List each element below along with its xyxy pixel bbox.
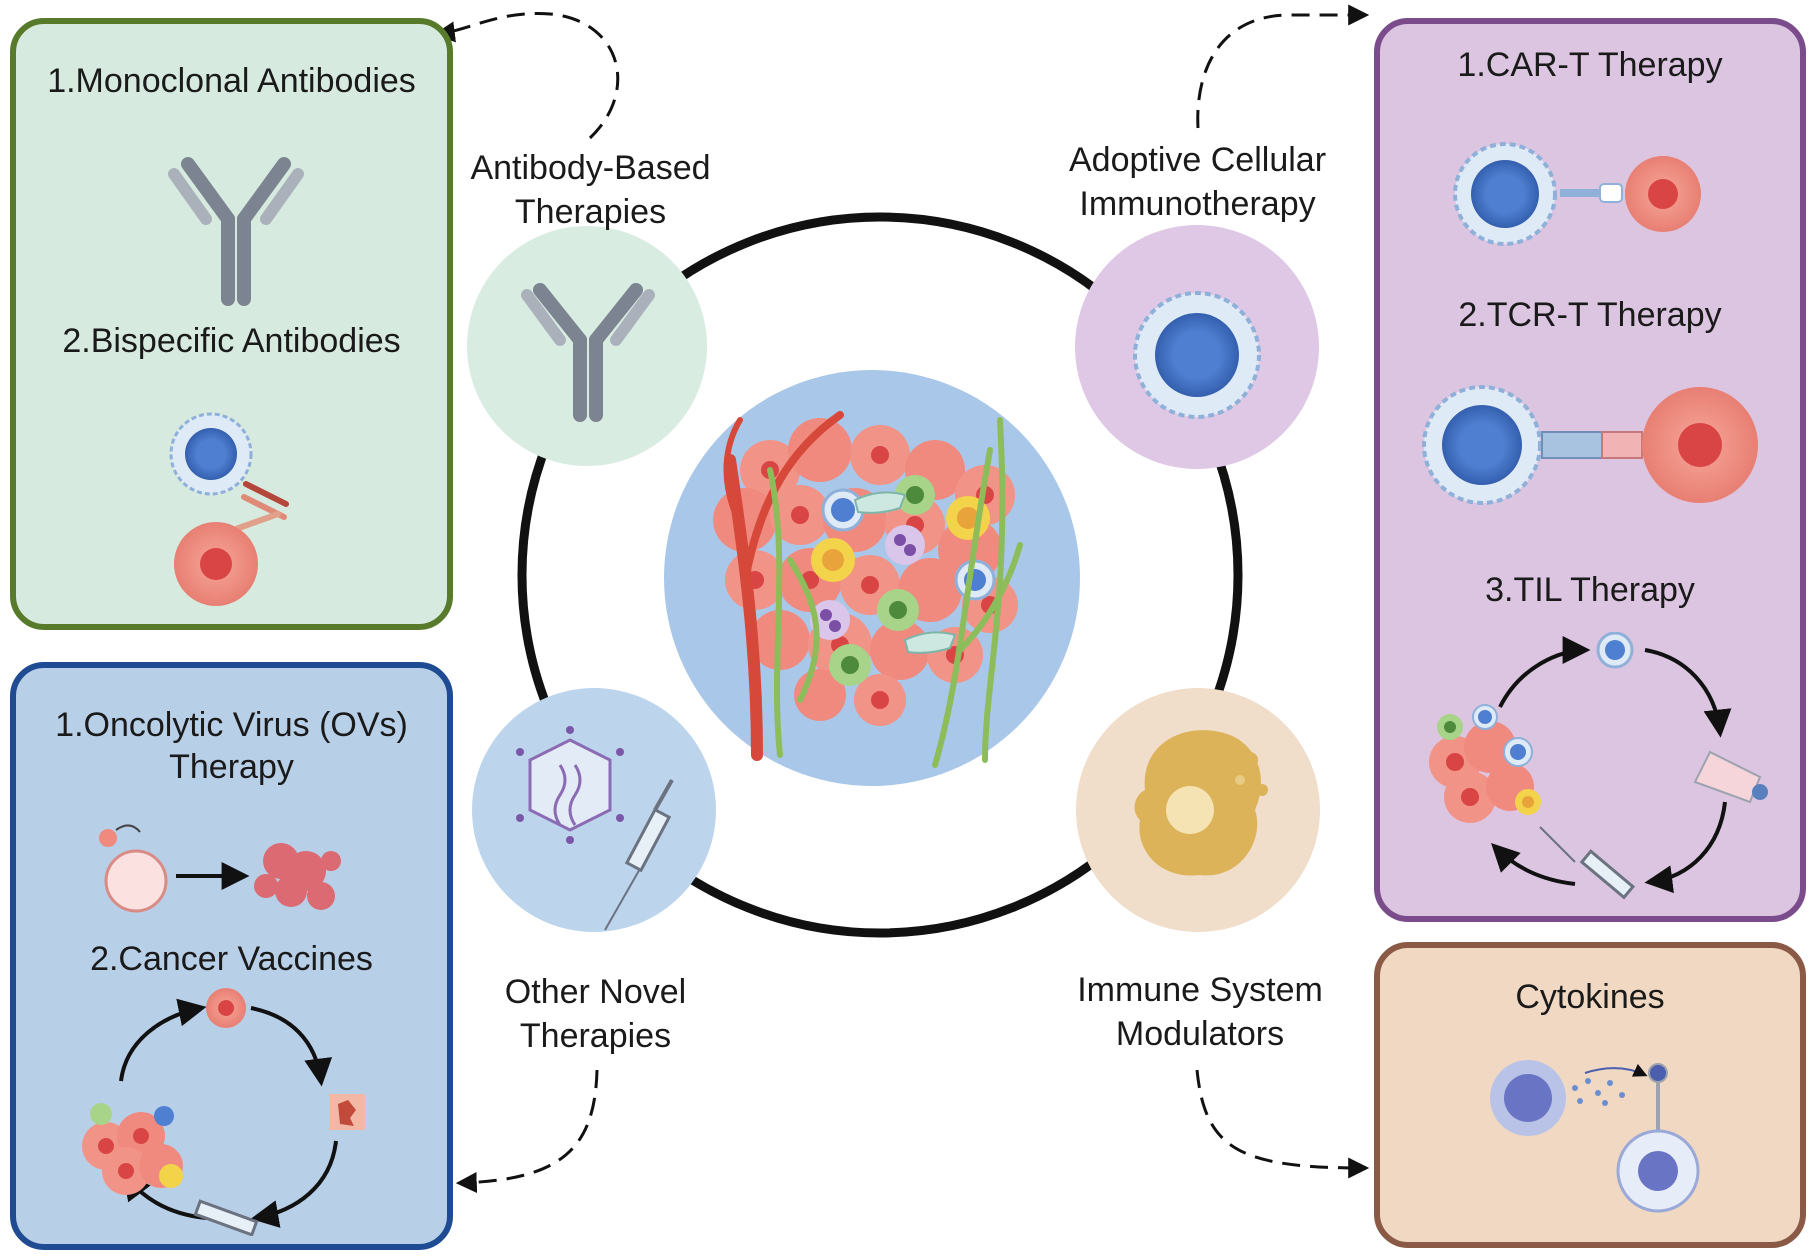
tcr-t-label: 2.TCR-T Therapy — [1458, 296, 1722, 334]
tumor-cell-icon — [174, 522, 258, 606]
antibody-icon — [521, 283, 655, 422]
novel-category-label: Other Novel Therapies — [504, 973, 687, 1055]
adoptive-category-circle — [1075, 225, 1319, 469]
cytokine-signaling-icon — [1490, 1060, 1700, 1213]
t-cell-icon — [1133, 291, 1261, 419]
blood-vessel-icon — [723, 411, 844, 761]
modulator-category-circle — [1076, 688, 1320, 932]
arrow-to-ovs-panel — [455, 1069, 599, 1193]
antibody-category-label: Antibody-Based Therapies — [470, 149, 711, 231]
car-t-label: 1.CAR-T Therapy — [1457, 46, 1723, 84]
car-t-icon — [1453, 142, 1701, 246]
secreting-cell-icon — [1134, 730, 1268, 876]
antibody-icon — [168, 157, 304, 306]
tumor-cell-icon — [206, 988, 246, 1028]
til-cycle-icon — [1429, 632, 1768, 900]
tumor-cell-icon — [1625, 156, 1701, 232]
antibody-panel: 1.Monoclonal Antibodies 2.Bispecific Ant… — [10, 18, 453, 630]
tumor-cluster-icon — [82, 1103, 183, 1195]
receptor-cell-icon — [1616, 1063, 1700, 1213]
virus-icon — [516, 726, 624, 844]
novel-category-circle — [472, 688, 716, 932]
t-cell-icon — [1596, 632, 1634, 669]
t-cell-icon — [1453, 142, 1557, 246]
bispecific-antibodies-label: 2.Bispecific Antibodies — [62, 322, 401, 360]
ovs-panel: 1.Oncolytic Virus (OVs) Therapy 2.Cancer… — [10, 662, 453, 1250]
cytokines-title: Cytokines — [1515, 978, 1665, 1016]
antibody-category-circle — [467, 226, 707, 466]
monoclonal-antibodies-label: 1.Monoclonal Antibodies — [47, 62, 416, 100]
tumor-microenvironment-icon — [664, 370, 1080, 786]
t-cell-icon — [169, 412, 253, 496]
tumor-cluster-icon — [1429, 704, 1541, 823]
oncolytic-process-icon — [99, 824, 341, 913]
arrow-to-cytokines-panel — [1195, 1069, 1370, 1179]
bispecific-icon — [169, 412, 289, 606]
adoptive-category-label: Adoptive Cellular Immunotherapy — [1068, 141, 1327, 223]
arrow-to-antibody-panel — [433, 11, 620, 140]
til-label: 3.TIL Therapy — [1485, 571, 1695, 609]
t-cell-icon — [1422, 385, 1542, 505]
lysed-tumor-icon — [254, 843, 341, 910]
cytokines-panel: Cytokines — [1374, 942, 1806, 1248]
adoptive-panel: 1.CAR-T Therapy 2.TCR-T Therapy 3.TIL Th… — [1374, 18, 1806, 922]
culture-flask-icon — [1693, 750, 1768, 804]
tcr-t-icon — [1422, 385, 1758, 505]
syringe-icon — [193, 1199, 259, 1236]
fibroblast-icon — [853, 491, 957, 654]
tumor-cell-icon — [1642, 387, 1758, 503]
arrow-to-adoptive-panel — [1196, 4, 1370, 129]
modulators-category-label: Immune System Modulators — [1077, 971, 1323, 1053]
syringe-icon — [604, 779, 674, 931]
vaccine-cycle-icon — [82, 988, 365, 1236]
cancer-vaccines-label: 2.Cancer Vaccines — [90, 940, 373, 978]
oncolytic-virus-label: 1.Oncolytic Virus (OVs) Therapy — [55, 706, 408, 786]
syringe-icon — [1539, 826, 1636, 900]
central-ring — [517, 212, 1243, 938]
secreting-cell-icon — [1490, 1060, 1566, 1136]
